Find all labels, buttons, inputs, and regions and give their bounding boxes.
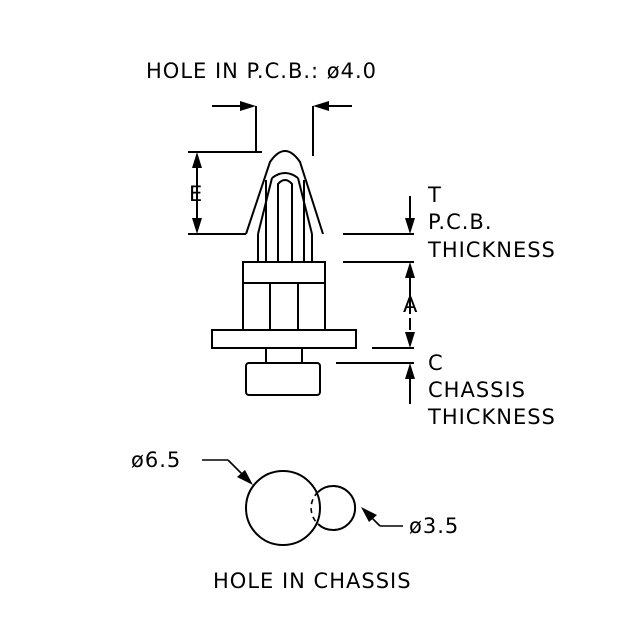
base-button: [245, 347, 321, 396]
dimension-t: [343, 196, 415, 290]
dimension-t-label: T: [427, 183, 442, 207]
leader-large-diameter: [202, 459, 253, 485]
leader-small-diameter: [361, 507, 403, 527]
large-diameter-label: ø6.5: [131, 448, 181, 472]
dimension-a-label: A: [403, 293, 418, 317]
dimension-a: [372, 290, 415, 349]
pcb-thickness-label-line1: P.C.B.: [428, 210, 493, 234]
chassis-keyhole: [245, 470, 357, 546]
dimension-e: [188, 151, 262, 235]
snap-head: [245, 150, 324, 262]
dimension-e-label: E: [189, 182, 203, 206]
dimension-c: [336, 362, 415, 404]
pcb-hole-label: HOLE IN P.C.B.: ø4.0: [146, 59, 377, 83]
chassis-thickness-label-line1: CHASSIS: [428, 378, 526, 402]
dimension-c-label: C: [428, 351, 444, 375]
small-diameter-label: ø3.5: [409, 514, 459, 538]
pcb-hole-dimension: [212, 101, 352, 156]
flange: [211, 329, 357, 349]
pcb-thickness-label-line2: THICKNESS: [427, 238, 556, 262]
chassis-thickness-label-line2: THICKNESS: [427, 405, 556, 429]
spacer-body: [242, 261, 326, 331]
chassis-hole-label: HOLE IN CHASSIS: [213, 569, 412, 593]
